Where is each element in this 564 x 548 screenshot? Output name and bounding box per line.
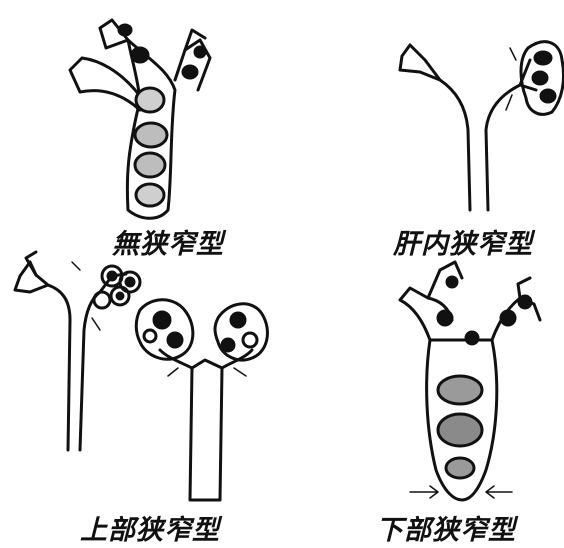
duct-main (440, 80, 520, 210)
stone (466, 332, 478, 344)
panel-upper-stenosis-drawing-a (15, 252, 140, 450)
stone (438, 414, 482, 446)
stone (541, 90, 555, 102)
stone (136, 88, 164, 112)
stone (119, 25, 131, 35)
duct-main (190, 360, 222, 500)
stenosis-arrow-right (486, 486, 512, 498)
duct-main (48, 285, 100, 450)
stone (136, 184, 164, 206)
stone (519, 296, 531, 308)
stone (168, 333, 182, 347)
stone (231, 313, 245, 327)
panel-lower-stenosis-drawing (400, 262, 540, 500)
stone (243, 333, 257, 347)
stenosis-mark (506, 48, 516, 110)
caption-upper-stenosis: 上部狭窄型 (80, 508, 220, 547)
stone (501, 311, 515, 325)
stone-core (126, 278, 134, 286)
stone (535, 52, 551, 64)
duct-branch-left (70, 58, 140, 110)
stone (222, 339, 234, 351)
stone (94, 292, 110, 308)
stone (446, 458, 474, 478)
stone-core (117, 293, 123, 299)
stone (438, 376, 482, 404)
stone-core (108, 272, 116, 280)
stone (144, 330, 156, 342)
panel-no-stenosis-drawing (70, 20, 210, 218)
stenosis-arrow-left (410, 486, 438, 498)
panel-intrahepatic-drawing (400, 42, 564, 210)
stone (195, 47, 205, 57)
stone (533, 72, 547, 84)
stenosis-mark (168, 368, 246, 376)
panel-upper-stenosis-drawing-b (136, 300, 267, 500)
stone (183, 66, 197, 78)
caption-lower-stenosis: 下部狭窄型 (376, 508, 516, 547)
caption-intrahepatic-stenosis: 肝内狭窄型 (393, 222, 533, 261)
duct-branch-left (400, 45, 440, 80)
caption-no-stenosis: 無狭窄型 (112, 222, 224, 261)
hilar-cluster-left (136, 300, 193, 359)
stone (135, 123, 167, 147)
stone (154, 312, 170, 328)
stone (447, 277, 457, 287)
stone (135, 153, 165, 177)
stone (438, 311, 452, 325)
stone (132, 48, 148, 62)
